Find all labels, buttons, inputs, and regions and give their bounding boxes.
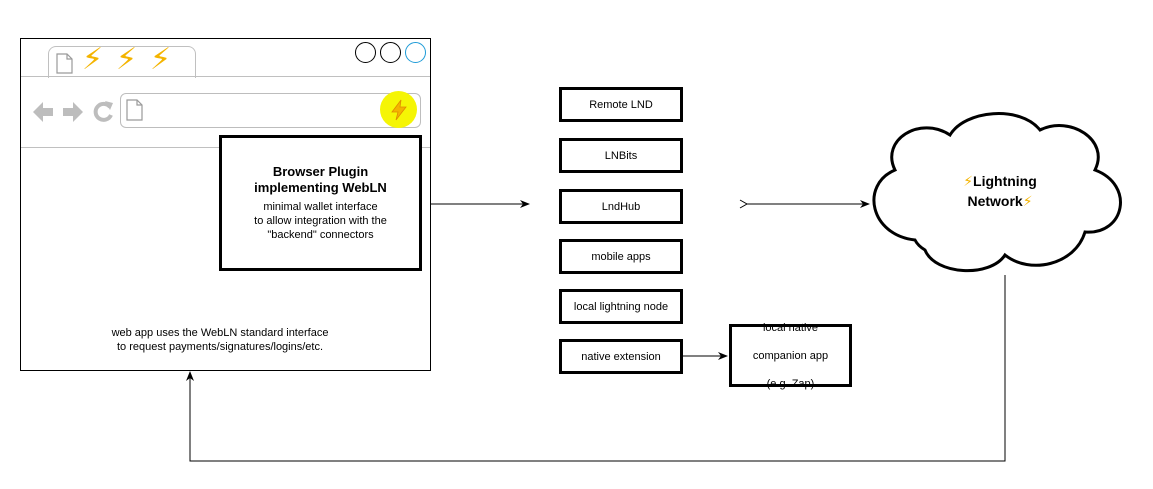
lightning-network-label: ⚡Lightning Network⚡ (963, 173, 1037, 210)
document-icon (56, 53, 73, 74)
cloud-shape (872, 112, 1122, 273)
browser-tab[interactable] (48, 46, 196, 78)
webln-plugin-button[interactable] (380, 91, 417, 128)
window-maximize-button[interactable] (405, 42, 426, 63)
bolt-icon: ⚡ (1022, 194, 1033, 210)
connector-remote-lnd[interactable]: Remote LND (559, 87, 683, 122)
connector-mobile-apps[interactable]: mobile apps (559, 239, 683, 274)
page-document-icon (126, 99, 143, 121)
bolt-icon: ⚡ (150, 42, 172, 77)
bolt-icon: ⚡ (116, 42, 138, 77)
connector-lnbits[interactable]: LNBits (559, 138, 683, 173)
connector-local-lightning-node[interactable]: local lightning node (559, 289, 683, 324)
bolt-icon: ⚡ (82, 42, 104, 77)
plugin-title: Browser Plugin implementing WebLN (254, 164, 387, 195)
connector-lndhub[interactable]: LndHub (559, 189, 683, 224)
companion-app-box[interactable]: local native companion app (e.g. Zap) (729, 322, 852, 390)
back-arrow-icon[interactable] (31, 98, 55, 126)
webapp-description: web app uses the WebLN standard interfac… (111, 327, 329, 353)
connectors-to-network-tail (739, 199, 749, 209)
window-close-button[interactable] (355, 42, 376, 63)
address-bar[interactable] (120, 93, 421, 128)
bolt-icon: ⚡ (963, 174, 974, 190)
bolt-icon (390, 99, 407, 120)
forward-arrow-icon[interactable] (61, 98, 85, 126)
window-minimize-button[interactable] (380, 42, 401, 63)
network-to-webapp-return-arrow (186, 275, 1006, 462)
browser-plugin-box: Browser Plugin implementing WebLN minima… (219, 135, 422, 271)
plugin-description: minimal wallet interface to allow integr… (254, 201, 387, 241)
reload-icon[interactable] (91, 98, 115, 126)
connector-native-extension[interactable]: native extension (559, 339, 683, 374)
tab-bar-divider (21, 76, 430, 77)
